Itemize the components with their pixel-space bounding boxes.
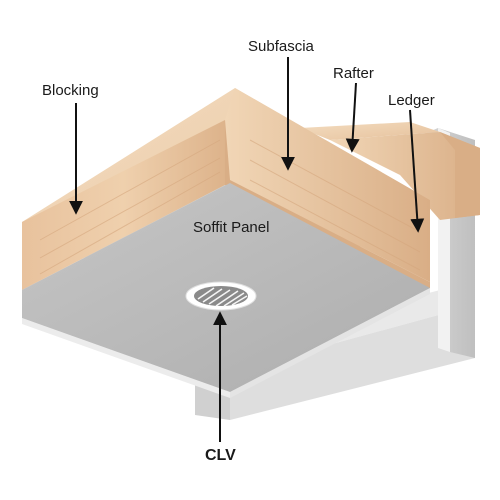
clv-vent-icon: [185, 281, 257, 311]
rafter-beam: [300, 122, 480, 220]
callout-arrows: [69, 57, 425, 442]
rafter-label: Rafter: [333, 65, 374, 82]
ledger-arrow: [409, 109, 425, 233]
blocking-label: Blocking: [42, 82, 99, 99]
clv-label: CLV: [205, 447, 236, 464]
rafter-arrow: [345, 82, 360, 153]
subfascia-label: Subfascia: [248, 38, 314, 55]
ledger-label: Ledger: [388, 92, 435, 109]
soffit-panel-label: Soffit Panel: [193, 219, 270, 236]
